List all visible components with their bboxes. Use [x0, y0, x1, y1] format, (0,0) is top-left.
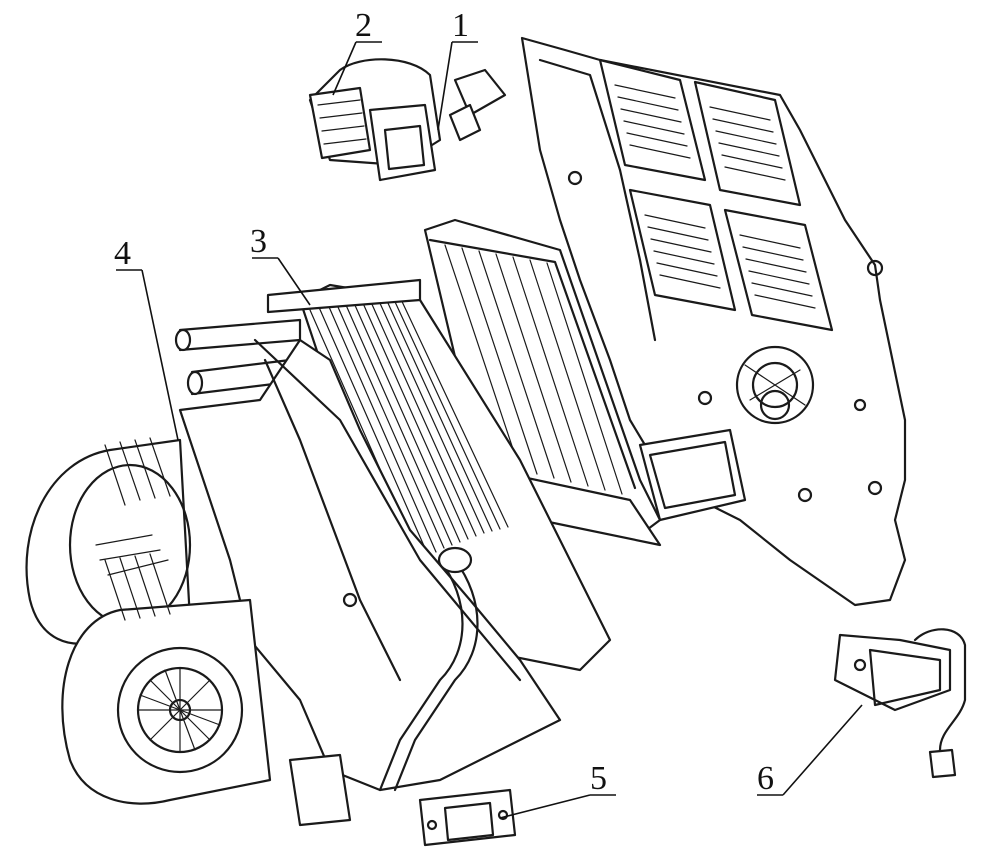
blower-case	[25, 338, 562, 827]
distribution-housing	[520, 36, 907, 607]
callout-6: 6	[757, 760, 774, 797]
mode-actuator-gear	[735, 345, 815, 425]
callout-4: 4	[114, 235, 131, 272]
evaporator	[174, 278, 612, 672]
louver-panel-1	[598, 58, 707, 182]
temperature-actuator	[833, 628, 967, 779]
blower-scroll-lower	[61, 598, 272, 805]
callout-1: 1	[452, 7, 469, 44]
louver-panel-4	[723, 208, 834, 332]
callout-5: 5	[590, 760, 607, 797]
louver-panel-2	[693, 80, 802, 207]
louver-panel-3	[628, 188, 737, 312]
blower-resistor	[418, 788, 517, 847]
leader-lines	[116, 41, 863, 819]
callout-3: 3	[250, 223, 267, 260]
callout-2: 2	[355, 7, 372, 44]
upper-sensor-connector	[448, 68, 507, 142]
recirc-actuator	[308, 58, 442, 182]
